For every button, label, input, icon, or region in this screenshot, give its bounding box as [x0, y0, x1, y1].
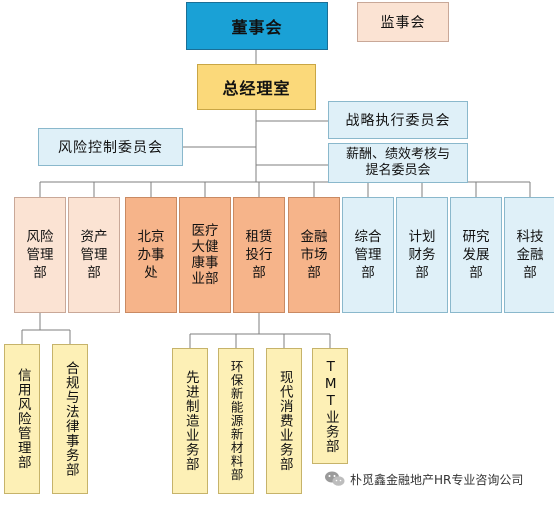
gm-office-box: 总经理室 — [197, 64, 316, 110]
subunit-tmt: TMT业务部 — [312, 348, 348, 464]
dept-label: 资产 管理 部 — [80, 228, 108, 282]
subunit-compliance-legal: 合规与法律事务部 — [52, 344, 88, 494]
subunit-label: 信用风险管理部 — [14, 368, 31, 470]
wechat-icon — [325, 471, 345, 486]
watermark: 朴觅鑫金融地产HR专业咨询公司 — [324, 470, 523, 488]
dept-label: 科技 金融 部 — [516, 228, 544, 282]
dept-label: 研究 发展 部 — [462, 228, 490, 282]
subunit-label: 环保新能源新材料部 — [228, 360, 244, 482]
strategy-committee-label: 战略执行委员会 — [345, 113, 451, 129]
strategy-committee-box: 战略执行委员会 — [328, 101, 468, 139]
supervisors-label: 监事会 — [380, 15, 426, 31]
compensation-committee-box: 薪酬、绩效考核与 提名委员会 — [328, 143, 468, 183]
board-box: 董事会 — [186, 2, 328, 50]
subunit-label: 先进制造业务部 — [182, 370, 199, 472]
subunit-label: 现代消费业务部 — [276, 370, 293, 472]
dept-healthcare: 医疗 大健 康事 业部 — [179, 197, 231, 313]
subunit-modern-consumer: 现代消费业务部 — [266, 348, 302, 494]
subunit-credit-risk: 信用风险管理部 — [4, 344, 40, 494]
dept-label: 租赁 投行 部 — [245, 228, 273, 282]
dept-label: 计划 财务 部 — [408, 228, 436, 282]
dept-fintech: 科技 金融 部 — [504, 197, 554, 313]
gm-office-label: 总经理室 — [222, 79, 291, 98]
dept-beijing-office: 北京 办事 处 — [125, 197, 177, 313]
dept-label: 金融 市场 部 — [300, 228, 328, 282]
dept-research-development: 研究 发展 部 — [450, 197, 502, 313]
supervisors-box: 监事会 — [357, 2, 449, 42]
dept-risk-management: 风险 管理 部 — [14, 197, 66, 313]
risk-control-committee-box: 风险控制委员会 — [38, 128, 183, 166]
risk-control-committee-label: 风险控制委员会 — [58, 140, 163, 156]
board-label: 董事会 — [231, 18, 283, 37]
dept-financial-markets: 金融 市场 部 — [288, 197, 340, 313]
watermark-text: 朴觅鑫金融地产HR专业咨询公司 — [350, 472, 524, 487]
subunit-advanced-manufacturing: 先进制造业务部 — [172, 348, 208, 494]
dept-label: 综合 管理 部 — [354, 228, 382, 282]
subunit-label: 合规与法律事务部 — [62, 361, 79, 477]
compensation-committee-label: 薪酬、绩效考核与 提名委员会 — [345, 146, 450, 178]
dept-planning-finance: 计划 财务 部 — [396, 197, 448, 313]
dept-label: 风险 管理 部 — [26, 228, 54, 282]
dept-general-admin: 综合 管理 部 — [342, 197, 394, 313]
dept-leasing-ib: 租赁 投行 部 — [233, 197, 285, 313]
subunit-label: TMT业务部 — [322, 358, 339, 454]
subunit-eco-energy-materials: 环保新能源新材料部 — [218, 348, 254, 494]
dept-label: 医疗 大健 康事 业部 — [191, 222, 219, 288]
dept-label: 北京 办事 处 — [137, 228, 165, 282]
dept-asset-management: 资产 管理 部 — [68, 197, 120, 313]
